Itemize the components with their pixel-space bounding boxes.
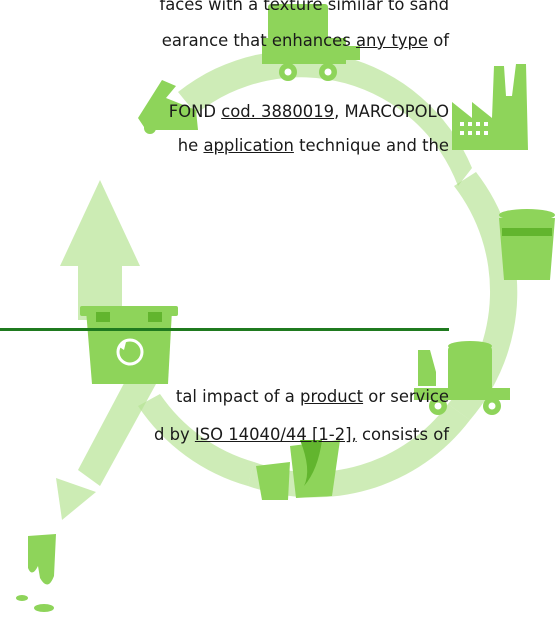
paint-bucket-icon: [499, 209, 555, 280]
delivery-truck-icon: [414, 341, 510, 415]
factory-icon: [452, 64, 528, 150]
link-application[interactable]: application: [203, 136, 294, 155]
link-product-code[interactable]: cod. 3880019: [221, 102, 335, 121]
text-line-5: tal impact of a product or service: [175, 387, 449, 406]
excavator-icon: [138, 80, 198, 134]
paint-drip-icon: [16, 534, 56, 612]
link-any-type[interactable]: any type: [356, 31, 428, 50]
link-product[interactable]: product: [300, 387, 364, 406]
text-line-6: d by ISO 14040/44 [1-2], consists of: [153, 425, 449, 444]
text-line-3: FOND cod. 3880019, MARCOPOLO: [168, 102, 449, 121]
truck-with-paint-cans-icon: [262, 4, 360, 81]
text-line-4: he application technique and the: [177, 136, 449, 155]
spilled-paint-cans-icon: [256, 440, 340, 500]
recycling-loop-icon: [56, 50, 518, 520]
recycling-bin-icon: [80, 306, 178, 384]
link-iso-reference[interactable]: ISO 14040/44 [1-2],: [194, 425, 357, 444]
text-line-1: faces with a texture similar to sand: [159, 0, 449, 14]
section-divider: [0, 328, 449, 331]
text-line-2: earance that enhances any type of: [161, 31, 449, 50]
